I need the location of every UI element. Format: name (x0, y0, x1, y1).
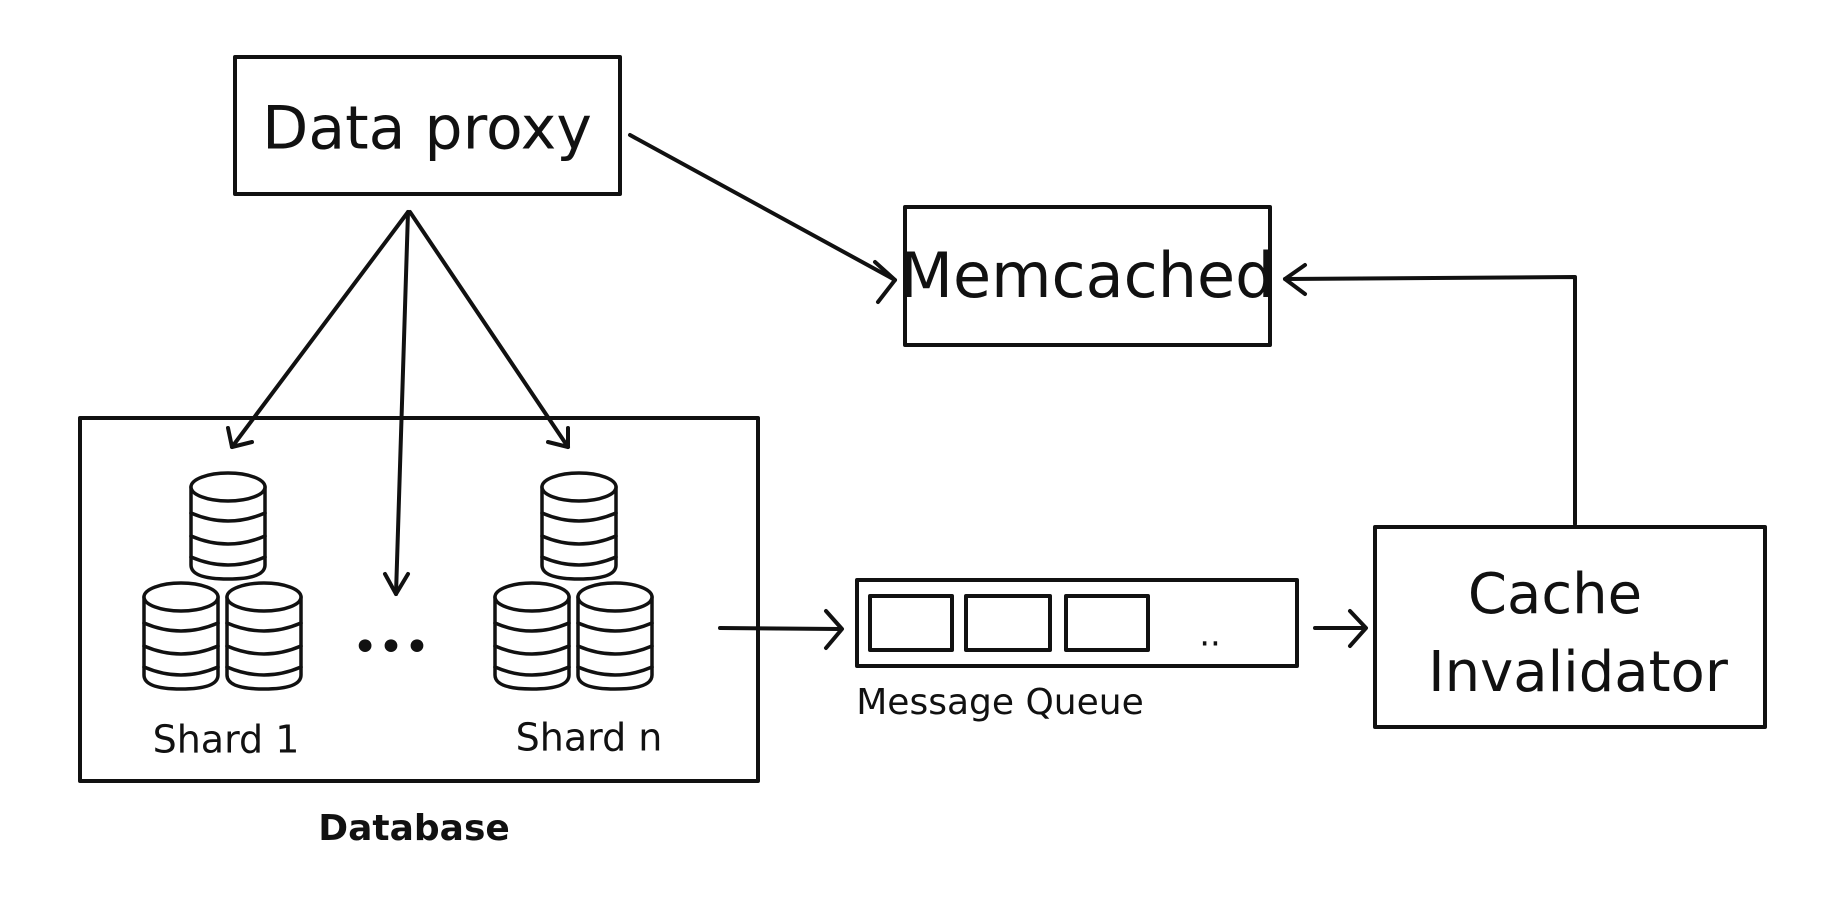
arrow-database-to-queue (718, 609, 844, 650)
database-box (78, 416, 760, 783)
shard-n-database-icon (493, 471, 654, 691)
arrow-proxy-to-shard-n (408, 210, 570, 449)
arrow-queue-to-invalidator (1313, 609, 1368, 648)
arrow-proxy-to-memcached (628, 133, 897, 304)
cache-invalidator-label-line1: Cache (1468, 562, 1642, 627)
queue-slot (964, 594, 1052, 652)
memcached-box (903, 205, 1272, 347)
database-label: Database (318, 808, 510, 849)
cache-invalidator-box (1373, 525, 1767, 729)
data-proxy-label: Data proxy (262, 94, 592, 164)
data-proxy-box (233, 55, 622, 196)
message-queue (855, 578, 1299, 668)
cache-invalidator-label-line2: Invalidator (1428, 640, 1729, 705)
shard-n-label: Shard n (516, 716, 663, 760)
arrow-invalidator-to-memcached (1283, 263, 1577, 526)
shard-1-database-icon (142, 471, 303, 691)
queue-slot (868, 594, 954, 652)
shard-1-label: Shard 1 (153, 718, 300, 762)
shard-ellipsis: ••• (352, 622, 430, 673)
message-queue-label: Message Queue (856, 682, 1144, 723)
arrow-proxy-to-shard-1 (226, 210, 410, 449)
message-queue-box (855, 578, 1299, 668)
queue-more-indicator: .. (1199, 615, 1221, 655)
arrow-proxy-to-database (383, 210, 410, 596)
memcached-label: Memcached (900, 239, 1275, 312)
queue-slot (1064, 594, 1150, 652)
